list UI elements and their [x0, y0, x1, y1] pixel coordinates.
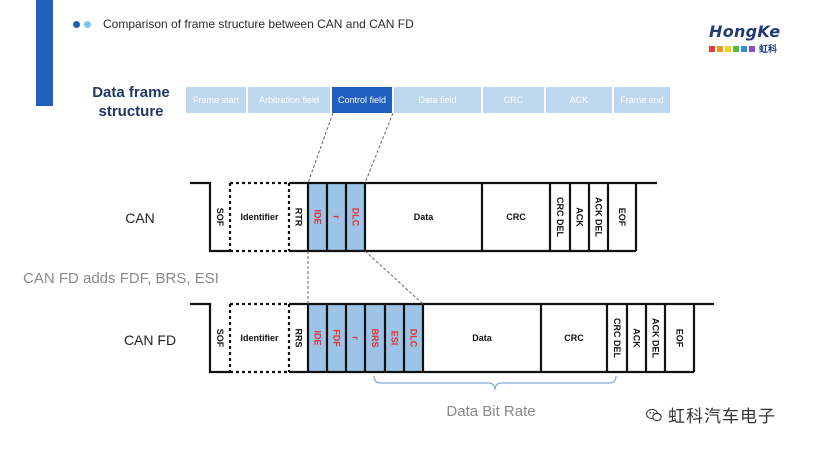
can-field-dlc: DLC	[351, 208, 361, 227]
logo-name: HongKe	[709, 22, 781, 41]
canfd-field-eof: EOF	[675, 329, 685, 348]
canfd-field-dlc: DLC	[409, 329, 419, 348]
canfd-field-brs: BRS	[370, 328, 380, 347]
data-bit-rate-label: Data Bit Rate	[446, 403, 535, 420]
canfd-highlight-ide	[308, 304, 327, 372]
data-frame-fields: Frame start Arbitration field Control fi…	[186, 87, 670, 113]
canfd-field-ack: ACK	[632, 328, 642, 348]
frame-field-frame-start: Frame start	[186, 87, 246, 113]
canfd-field-esi: ESI	[390, 331, 400, 346]
frame-field-control: Control field	[332, 87, 392, 113]
canfd-highlight-dlc	[404, 304, 423, 372]
logo-squares	[709, 45, 757, 52]
control-field-connector-right	[364, 112, 394, 184]
can-highlight-r	[327, 183, 346, 251]
logo-square	[717, 45, 723, 52]
canfd-highlight-esi	[385, 304, 404, 372]
can-label: CAN	[125, 210, 155, 226]
data-frame-label: Data frame structure	[84, 83, 178, 121]
canfd-field-sof: SOF	[215, 329, 225, 348]
canfd-field-crc-del: CRC DEL	[612, 318, 622, 359]
logo-square	[749, 45, 755, 52]
canfd-field-rrs: RRS	[294, 328, 304, 347]
canfd-field-r: r	[351, 336, 361, 340]
can-field-ack: ACK	[575, 207, 585, 227]
title-dot-2	[84, 21, 91, 28]
page-title: Comparison of frame structure between CA…	[103, 17, 414, 31]
canfd-sof-edge	[190, 302, 230, 374]
data-frame-label-line1: Data frame	[92, 84, 170, 101]
can-field-crc: CRC	[506, 212, 526, 222]
logo-square	[733, 45, 739, 52]
control-field-connector-left	[307, 112, 334, 184]
can-to-canfd-connector-right	[364, 250, 424, 305]
frame-field-frame-end: Frame end	[614, 87, 670, 113]
can-field-r: r	[332, 215, 342, 219]
canfd-field-ide: IDE	[313, 330, 323, 345]
logo-cn: 虹科	[759, 44, 778, 54]
logo-bottom: 虹科	[709, 42, 791, 55]
frame-field-crc: CRC	[483, 87, 544, 113]
can-field-sof: SOF	[215, 208, 225, 227]
can-field-crc-del: CRC DEL	[555, 197, 565, 238]
watermark: 虹科汽车电子	[646, 402, 776, 427]
can-highlight-ide	[308, 183, 327, 251]
logo-square	[725, 45, 731, 52]
logo-square	[709, 45, 715, 52]
watermark-text: 虹科汽车电子	[668, 407, 776, 426]
logo-square	[741, 45, 747, 52]
canfd-field-ack-del: ACK DEL	[651, 318, 661, 359]
canfd-highlight-fdf	[327, 304, 346, 372]
canfd-field-fdf: FDF	[332, 329, 342, 347]
data-bit-rate-bracket	[373, 375, 617, 391]
can-field-ide: IDE	[313, 209, 323, 224]
canfd-highlight-r	[346, 304, 365, 372]
canfd-highlight-brs	[365, 304, 385, 372]
can-field-eof: EOF	[617, 208, 627, 227]
canfd-field-identifier: Identifier	[240, 333, 279, 343]
hongke-logo: HongKe 虹科	[709, 22, 791, 55]
title-dot-1	[73, 21, 80, 28]
accent-bar	[36, 0, 53, 106]
frame-field-arbitration: Arbitration field	[248, 87, 330, 113]
can-highlight-dlc	[346, 183, 365, 251]
wechat-icon	[646, 408, 662, 421]
frame-field-ack: ACK	[546, 87, 612, 113]
canfd-adds-note: CAN FD adds FDF, BRS, ESI	[23, 270, 219, 287]
can-field-identifier: Identifier	[240, 212, 279, 222]
data-frame-label-line2: structure	[98, 103, 164, 120]
can-field-rtr: RTR	[294, 208, 304, 227]
canfd-label: CAN FD	[124, 332, 176, 348]
canfd-field-data: Data	[472, 333, 493, 343]
can-field-data: Data	[414, 212, 435, 222]
can-field-ack-del: ACK DEL	[594, 197, 604, 238]
can-sof-edge	[190, 181, 230, 253]
frame-field-data: Data field	[394, 87, 481, 113]
canfd-field-crc: CRC	[564, 333, 584, 343]
